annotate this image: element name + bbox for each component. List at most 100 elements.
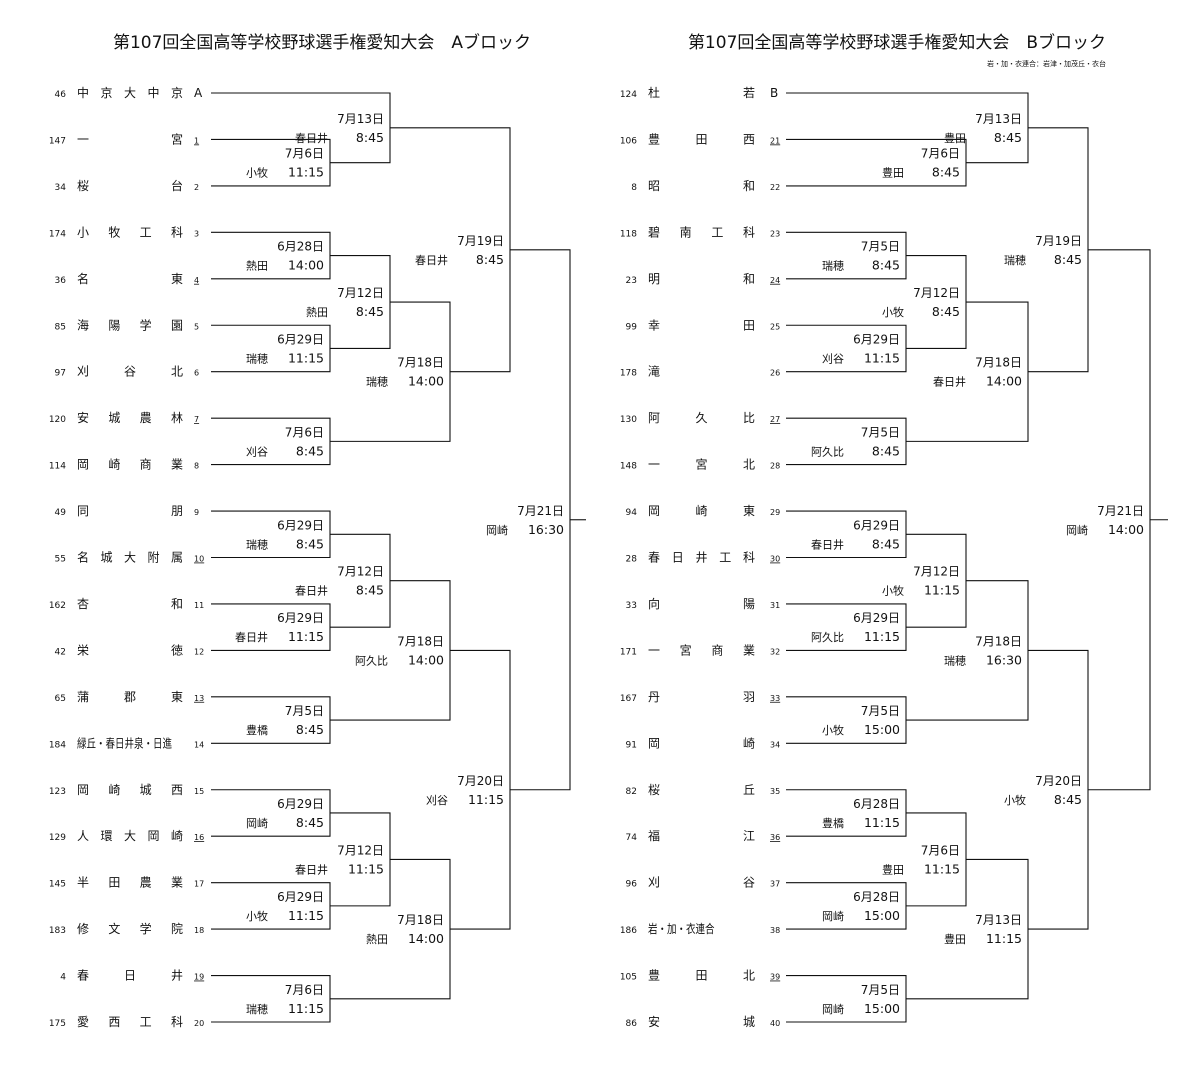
match-venue: 春日井 (295, 584, 328, 598)
match-time: 14:00 (408, 931, 444, 946)
match-time: 15:00 (864, 1001, 900, 1016)
match-venue: 豊橋 (822, 816, 844, 830)
match-venue: 岡崎 (1066, 523, 1088, 537)
bracket-line (450, 649, 511, 930)
match-date: 7月5日 (861, 425, 900, 439)
team-name: 碧南工科 (648, 224, 755, 239)
team-seed: 8 (631, 183, 637, 193)
team-seed: 124 (620, 90, 637, 100)
match-date: 7月5日 (285, 704, 324, 718)
match-date: 7月19日 (1035, 234, 1082, 248)
team-seed: 130 (620, 415, 637, 425)
team-name: 桜台 (77, 178, 183, 193)
slot-number: 34 (770, 740, 780, 749)
team-name: 半田農業 (77, 876, 183, 890)
slot-number: 32 (770, 647, 780, 656)
team-seed: 28 (626, 555, 638, 565)
slot-number: 38 (770, 926, 780, 935)
match-time: 14:00 (288, 258, 324, 273)
match-time: 8:45 (356, 583, 384, 598)
match-time: 8:45 (296, 815, 324, 830)
team-seed: 4 (60, 973, 66, 983)
match-date: 7月6日 (285, 425, 324, 439)
bracket-line (906, 255, 967, 350)
match-venue: 小牧 (882, 584, 904, 598)
match-time: 8:45 (994, 130, 1022, 145)
team-seed: 34 (55, 183, 67, 193)
match-venue: 豊田 (882, 863, 904, 876)
slot-number: 2 (194, 183, 199, 192)
match-date: 7月20日 (457, 774, 504, 788)
bracket-line (906, 812, 967, 907)
team-seed: 120 (49, 415, 66, 425)
match-date: 6月28日 (277, 240, 324, 254)
team-name: 人環大岡崎 (77, 829, 183, 843)
slot-number: 5 (194, 322, 199, 331)
match-date: 7月19日 (457, 234, 504, 248)
team-name: 修文学院 (77, 921, 183, 936)
match-venue: 春日井 (295, 131, 328, 145)
match-time: 14:00 (1108, 522, 1144, 537)
match-time: 8:45 (872, 258, 900, 273)
match-date: 7月5日 (861, 240, 900, 254)
slot-number: 21 (770, 136, 780, 145)
match-date: 6月29日 (277, 797, 324, 811)
match-time: 8:45 (356, 304, 384, 319)
slot-number: 23 (770, 229, 780, 238)
match-venue: 豊田 (882, 167, 904, 180)
block-title: 第107回全国高等学校野球選手権愛知大会 Aブロック (113, 32, 531, 53)
team-name: 豊田北 (648, 969, 755, 983)
team-seed: 105 (620, 973, 637, 983)
team-seed: 148 (620, 462, 637, 472)
team-name: 名城大附属 (77, 550, 183, 565)
team-seed: 74 (626, 833, 638, 843)
team-seed: 33 (626, 601, 637, 611)
slot-number: 37 (770, 880, 780, 889)
team-seed: 175 (49, 1019, 66, 1029)
team-name: 安城 (648, 1014, 755, 1029)
bracket-line (330, 812, 391, 907)
team-name: 一宮商業 (648, 642, 755, 657)
team-name: 丹羽 (648, 690, 755, 704)
match-date: 7月18日 (397, 913, 444, 927)
team-name: 岩・加・衣連合 (648, 921, 715, 936)
match-venue: 刈谷 (426, 794, 448, 807)
match-time: 11:15 (864, 815, 900, 830)
match-date: 6月29日 (853, 611, 900, 625)
bracket-line (330, 255, 391, 350)
team-name: 杏和 (77, 597, 183, 611)
team-name: 幸田 (648, 318, 755, 332)
match-venue: 瑞穂 (1004, 253, 1026, 267)
bracket-line (906, 533, 967, 628)
team-seed: 114 (49, 462, 66, 472)
slot-number: 15 (194, 787, 204, 796)
slot-number: 12 (194, 647, 204, 656)
match-date: 7月5日 (861, 704, 900, 718)
team-seed: 85 (55, 322, 66, 332)
team-seed: 94 (626, 508, 638, 518)
team-name: 一宮北 (648, 457, 755, 472)
slot-number: 19 (194, 973, 204, 982)
slot-number: 33 (770, 694, 780, 703)
match-date: 7月13日 (975, 112, 1022, 126)
match-venue: 豊田 (944, 933, 966, 946)
slot-number: 8 (194, 462, 199, 471)
match-date: 7月12日 (913, 565, 960, 579)
